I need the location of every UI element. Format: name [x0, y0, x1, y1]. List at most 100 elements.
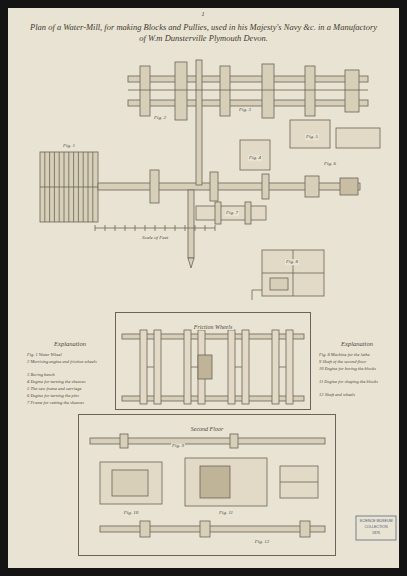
scale-ticks — [95, 225, 215, 231]
vertical-shaft-part — [215, 202, 221, 224]
figure-label: 11 Engine for shaping the blocks — [318, 380, 396, 385]
wheel-paddles-part — [59, 152, 60, 222]
figure-label: Fig. 12 — [254, 539, 270, 545]
lathe-frame-part — [293, 250, 294, 296]
lathe-frame — [252, 250, 324, 300]
figure-label: Explanation — [340, 340, 374, 347]
upper-gear-train-part — [336, 128, 380, 148]
wheel-paddles-part — [83, 152, 84, 222]
lathe-frame-part — [262, 250, 324, 296]
vertical-shaft — [188, 190, 266, 268]
second-floor-machines-part — [100, 462, 162, 504]
museum-stamp — [356, 516, 396, 540]
second-floor-machines-part — [200, 466, 230, 498]
panel-heading: Friction Wheels — [192, 324, 235, 330]
upper-gear-train-part — [175, 62, 187, 120]
scale-ticks-part — [175, 225, 176, 231]
wheel-paddles-part — [73, 152, 74, 222]
scale-ticks-part — [195, 225, 196, 231]
upper-gear-train-part — [196, 60, 202, 185]
drawing-title: Plan of a Water-Mill, for making Blocks … — [30, 22, 377, 45]
friction-wheels-part — [154, 330, 161, 404]
water-wheel-part — [40, 152, 98, 222]
figure-label: 3 Boring bench — [26, 373, 114, 378]
museum-stamp-part — [356, 516, 396, 540]
lathe-frame-part — [270, 278, 288, 290]
stamp-text: COLLECTION — [364, 526, 389, 530]
main-shaft-part — [98, 183, 360, 190]
wheel-paddles — [45, 152, 93, 222]
friction-wheels-part — [242, 330, 249, 404]
second-floor-machines-part — [200, 521, 210, 537]
wheel-paddles-part — [49, 152, 50, 222]
upper-gear-train-part — [128, 100, 368, 106]
vertical-shaft-part — [188, 190, 194, 258]
scale-ticks-part — [215, 225, 216, 231]
wheel-paddles-part — [68, 152, 69, 222]
figure-label: Fig. 1 — [62, 143, 76, 149]
main-shaft-part — [340, 178, 358, 195]
figure-label: Fig. 11 — [218, 510, 234, 516]
friction-wheels-part — [228, 330, 235, 404]
second-floor-machines-part — [100, 526, 325, 532]
friction-wheels-part — [235, 367, 242, 368]
upper-gear-train-part — [290, 120, 330, 148]
scale-ticks-part — [115, 225, 116, 231]
second-floor-machines-part — [140, 521, 150, 537]
friction-wheels — [122, 330, 304, 404]
figure-label: Fig. 1 Water Wheel — [26, 353, 114, 358]
figure-label: 6 Engine for turning the pins — [26, 394, 114, 399]
figure-label: Fig. 4 — [248, 155, 262, 161]
wheel-paddles-part — [64, 152, 65, 222]
main-shaft-part — [262, 174, 269, 199]
second-floor-machines-part — [112, 470, 148, 496]
second-floor-machines-part — [280, 482, 318, 483]
upper-gear-train-part — [345, 70, 359, 112]
figure-label: Fig. 3 — [238, 107, 252, 113]
wheel-paddles-part — [92, 152, 93, 222]
figure-label: Fig. 10 — [123, 510, 139, 516]
wheel-paddles-part — [54, 152, 55, 222]
figure-label: 10 Engine for boring the blocks — [318, 367, 396, 372]
vertical-shaft-part — [188, 258, 194, 268]
scale-ticks-part — [205, 225, 206, 231]
water-wheel — [40, 152, 98, 222]
drawing-panel: Friction Wheels — [115, 312, 311, 410]
wheel-paddles-part — [88, 152, 89, 222]
scale-ticks-part — [125, 225, 126, 231]
figure-label: 7 Frame for cutting the sheaves — [26, 401, 114, 406]
second-floor-machines-part — [300, 521, 310, 537]
second-floor-machines-part — [280, 466, 318, 498]
friction-wheels-part — [147, 367, 154, 368]
upper-gear-train-part — [220, 66, 230, 116]
scale-ticks-part — [135, 225, 136, 231]
upper-gear-train-part — [305, 66, 315, 116]
figure-label: Fig. 7 — [225, 210, 239, 216]
scale-ticks-part — [105, 225, 106, 231]
second-floor-machines-part — [230, 434, 238, 448]
upper-gear-train-part — [140, 66, 150, 116]
friction-wheels-part — [279, 367, 286, 368]
panel-heading: Second Floor — [189, 426, 226, 432]
scale-ticks-part — [155, 225, 156, 231]
friction-wheels-part — [140, 330, 147, 404]
wheel-paddles-part — [78, 152, 79, 222]
figure-label: Explanation — [53, 340, 87, 347]
main-shaft-part — [150, 170, 159, 203]
main-shaft — [98, 170, 360, 203]
wheel-paddles-part — [44, 152, 45, 222]
friction-wheels-part — [286, 330, 293, 404]
vertical-shaft-part — [245, 202, 251, 224]
friction-wheels-part — [191, 367, 198, 368]
figure-label: Fig. 9 — [171, 443, 185, 449]
stamp-text: 1876 — [371, 532, 381, 536]
figure-label: 2 Mortising engine and friction wheels — [26, 360, 114, 365]
panel-heading-row: Friction Wheels — [116, 315, 310, 333]
drawing-panel: Second Floor — [78, 414, 336, 556]
friction-wheels-part — [272, 330, 279, 404]
figure-label: Fig. 2 — [153, 115, 167, 121]
figure-label: Fig. 8 Machine for the lathe — [318, 353, 396, 358]
upper-gear-train — [128, 60, 380, 185]
